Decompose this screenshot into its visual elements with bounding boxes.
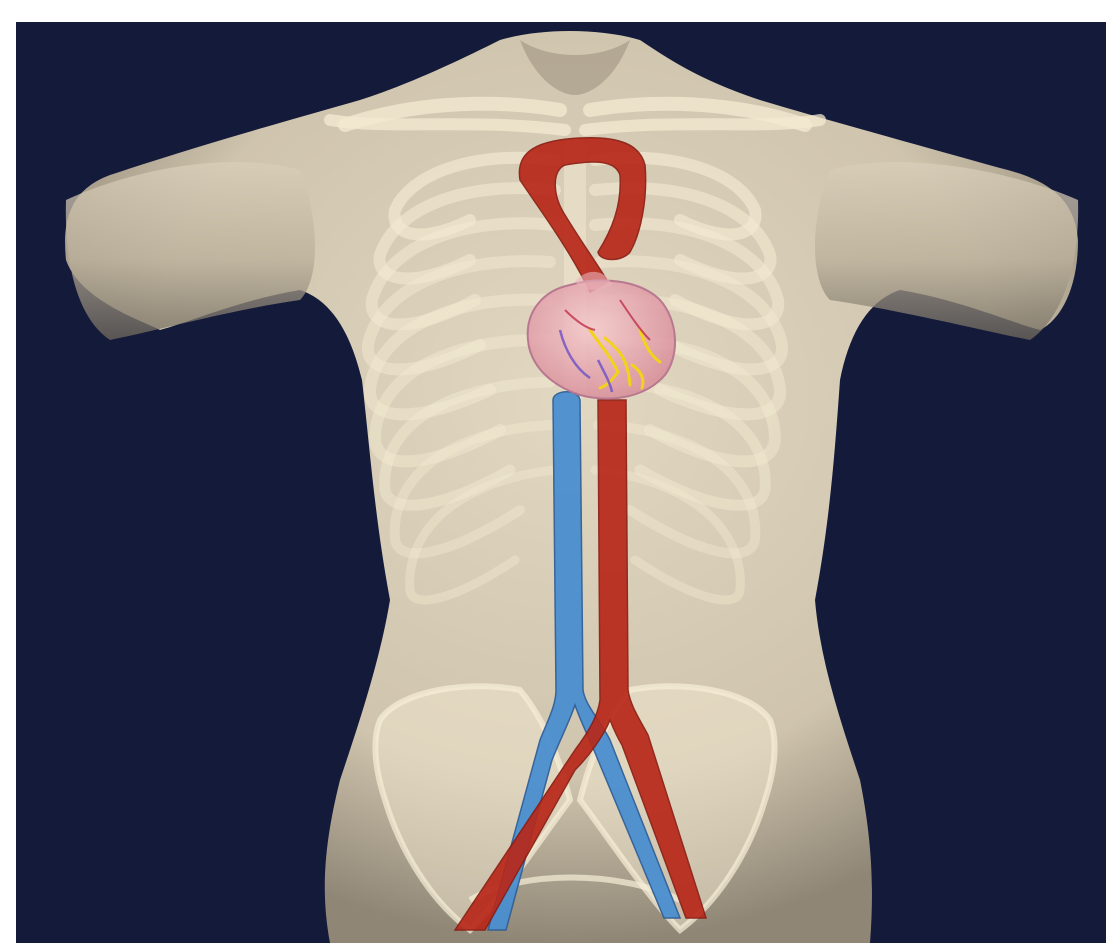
- frame-left: [0, 0, 16, 943]
- left-arm-shading: [66, 162, 315, 340]
- frame-top: [0, 0, 1106, 22]
